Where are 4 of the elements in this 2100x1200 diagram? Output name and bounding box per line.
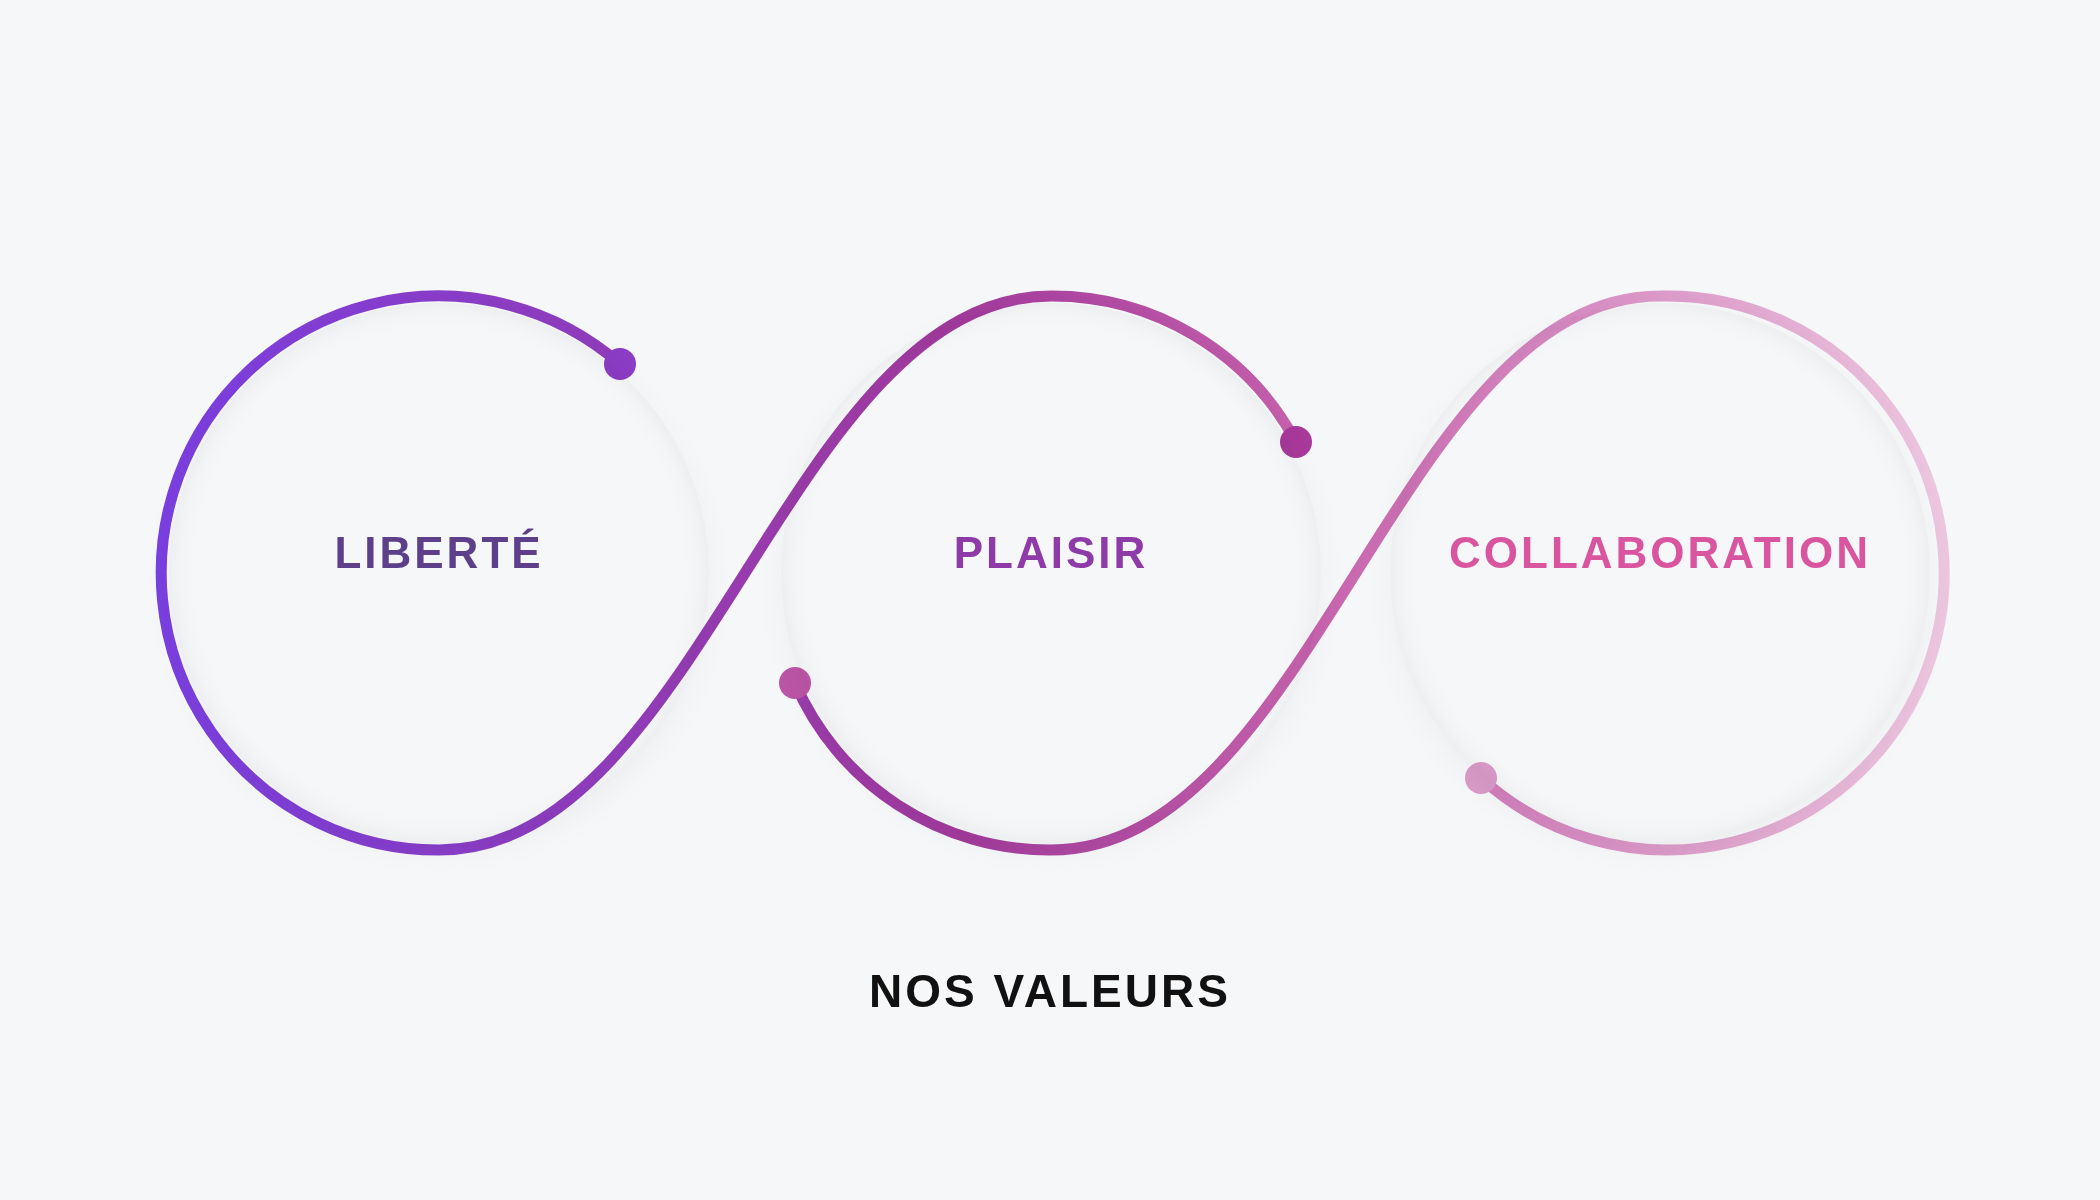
value-label: COLLABORATION [1449, 528, 1871, 578]
value-label: PLAISIR [953, 528, 1149, 578]
title: NOS VALEURS [869, 965, 1231, 1017]
value-label: LIBERTÉ [334, 528, 544, 578]
